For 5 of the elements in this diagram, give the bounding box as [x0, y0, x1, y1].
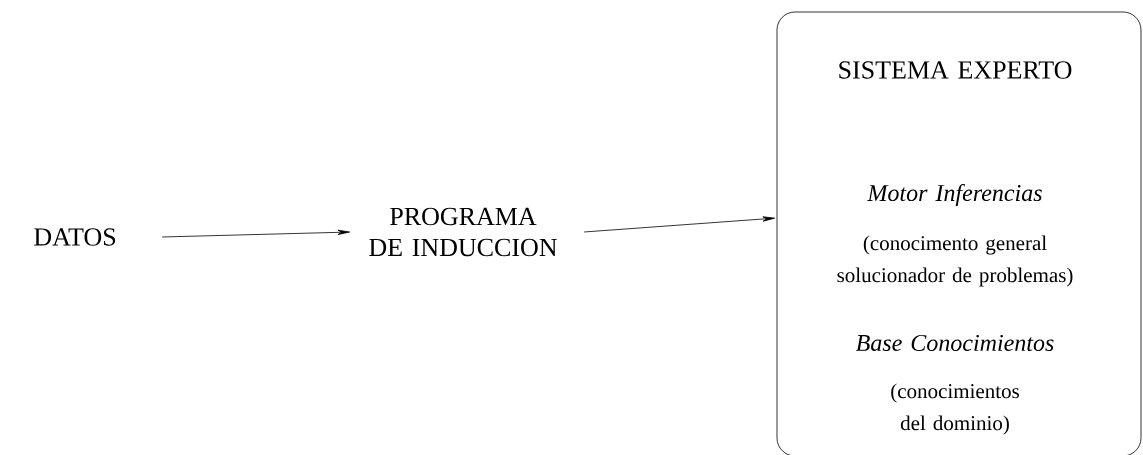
system-box: SISTEMA EXPERTO Motor Inferencias (conocimento general solucionador de problemas) Base Conocimientos (conocimientos del dominio)	[776, 11, 1142, 455]
arrow	[583, 216, 776, 233]
label-text: DATOS	[34, 228, 116, 246]
label-text: PROGRAMA DE INDUCCION	[369, 207, 557, 257]
arrow	[161, 229, 351, 238]
